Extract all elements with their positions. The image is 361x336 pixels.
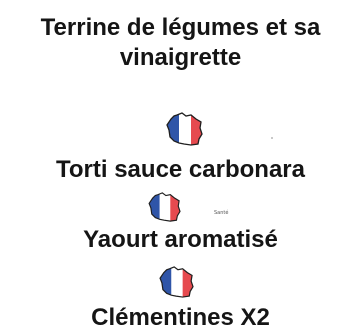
small-stamp: Santé xyxy=(214,210,229,216)
france-flag-map-icon xyxy=(166,112,203,146)
menu-item-starter-line-2: vinaigrette xyxy=(119,44,242,71)
scan-speck xyxy=(271,137,273,139)
menu-item-dairy: Yaourt aromatisé xyxy=(83,226,278,253)
menu-item-main-course: Torti sauce carbonara xyxy=(56,156,305,183)
menu-item-dessert: Clémentines X2 xyxy=(91,304,270,331)
france-flag-map-icon xyxy=(148,192,181,222)
menu-item-starter-line-1: Terrine de légumes et sa xyxy=(40,14,321,41)
france-flag-map-icon xyxy=(159,266,194,298)
